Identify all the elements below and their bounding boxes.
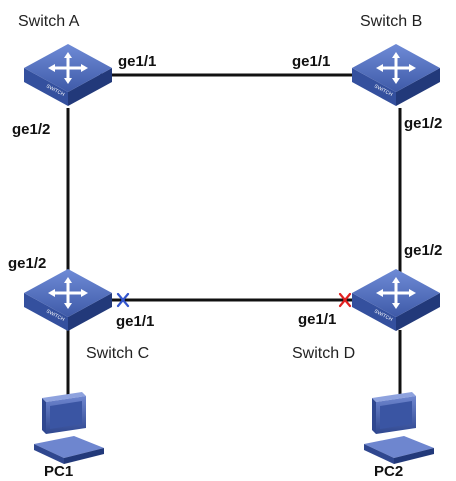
pc1[interactable] <box>34 392 104 464</box>
desktop-pc-icon <box>364 392 434 464</box>
desktop-pc-icon <box>34 392 104 464</box>
port-label-b-ge1-1: ge1/1 <box>292 53 330 70</box>
switch-d[interactable]: SWITCH <box>350 267 442 333</box>
port-label-c-ge1-1: ge1/1 <box>116 313 154 330</box>
switch-a-label: Switch A <box>18 13 80 30</box>
blocked-port-x-icon <box>116 292 130 308</box>
port-label-a-ge1-2: ge1/2 <box>12 121 50 138</box>
blocked-port-x-icon <box>338 292 352 308</box>
switch-b-label: Switch B <box>360 13 422 30</box>
pc2-label: PC2 <box>374 463 403 480</box>
switch-c[interactable]: SWITCH <box>22 267 114 333</box>
switch-d-label: Switch D <box>292 345 355 362</box>
pc1-label: PC1 <box>44 463 73 480</box>
network-switch-icon <box>22 42 114 108</box>
port-label-c-ge1-2: ge1/2 <box>8 255 46 272</box>
port-label-d-ge1-2: ge1/2 <box>404 242 442 259</box>
switch-c-label: Switch C <box>86 345 149 362</box>
port-label-a-ge1-1: ge1/1 <box>118 53 156 70</box>
network-switch-icon <box>22 267 114 333</box>
switch-b[interactable]: SWITCH <box>350 42 442 108</box>
switch-a[interactable]: SWITCH <box>22 42 114 108</box>
pc2[interactable] <box>364 392 434 464</box>
port-label-d-ge1-1: ge1/1 <box>298 311 336 328</box>
network-switch-icon <box>350 267 442 333</box>
port-label-b-ge1-2: ge1/2 <box>404 115 442 132</box>
network-switch-icon <box>350 42 442 108</box>
